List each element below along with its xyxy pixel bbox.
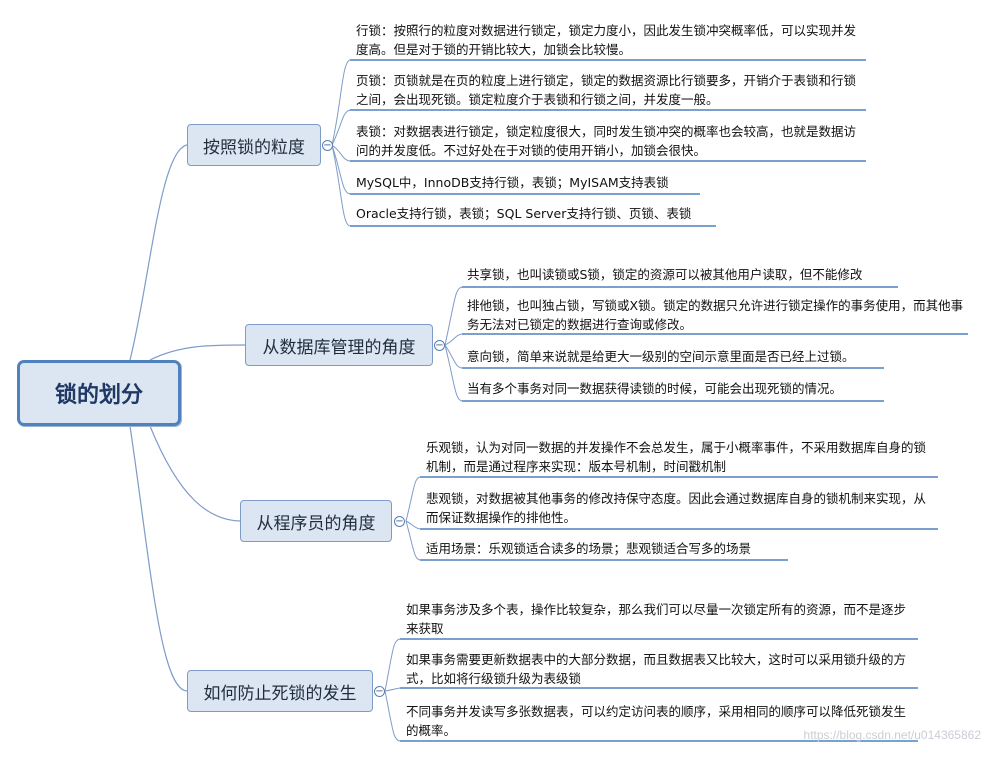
leaf-lock-all-resources: 如果事务涉及多个表，操作比较复杂，那么我们可以尽量一次锁定所有的资源，而不是逐步… bbox=[406, 602, 907, 636]
root-label: 锁的划分 bbox=[54, 383, 143, 408]
collapse-toggle-icon[interactable]: − bbox=[374, 685, 385, 697]
collapse-toggle-icon[interactable]: − bbox=[394, 515, 405, 527]
leaf-pessimistic-lock: 悲观锁，对数据被其他事务的修改持保守态度。因此会通过数据库自身的锁机制来实现，从… bbox=[426, 491, 927, 525]
leaf-mysql-support: MySQL中，InnoDB支持行锁，表锁；MyISAM支持表锁 bbox=[356, 175, 669, 190]
leaf-shared-lock: 共享锁，也叫读锁或S锁，锁定的资源可以被其他用户读取，但不能修改 bbox=[467, 267, 863, 282]
leaf-usage-scenario: 适用场景：乐观锁适合读多的场景；悲观锁适合写多的场景 bbox=[426, 541, 752, 556]
branch-node-db-management[interactable]: 从数据库管理的角度 bbox=[245, 324, 433, 366]
branch-label: 如何防止死锁的发生 bbox=[203, 683, 357, 704]
branch-node-programmer[interactable]: 从程序员的角度 bbox=[240, 500, 392, 542]
branch-node-granularity[interactable]: 按照锁的粒度 bbox=[187, 124, 321, 166]
branch-label: 从程序员的角度 bbox=[256, 513, 376, 534]
leaf-optimistic-lock: 乐观锁，认为对同一数据的并发操作不会总发生，属于小概率事件，不采用数据库自身的锁… bbox=[426, 440, 927, 474]
branch-label: 按照锁的粒度 bbox=[203, 137, 305, 158]
leaf-row-lock: 行锁：按照行的粒度对数据进行锁定，锁定力度小，因此发生锁冲突概率低，可以实现并发… bbox=[356, 23, 857, 57]
leaf-oracle-support: Oracle支持行锁，表锁；SQL Server支持行锁、页锁、表锁 bbox=[356, 206, 692, 221]
root-node[interactable]: 锁的划分 bbox=[17, 360, 181, 426]
leaf-table-lock: 表锁：对数据表进行锁定，锁定粒度很大，同时发生锁冲突的概率也会较高，也就是数据访… bbox=[356, 124, 857, 158]
collapse-toggle-icon[interactable]: − bbox=[434, 339, 445, 351]
branch-node-deadlock-prevention[interactable]: 如何防止死锁的发生 bbox=[187, 670, 373, 712]
leaf-intention-lock: 意向锁，简单来说就是给更大一级别的空间示意里面是否已经上过锁。 bbox=[467, 349, 855, 364]
leaf-deadlock-note: 当有多个事务对同一数据获得读锁的时候，可能会出现死锁的情况。 bbox=[467, 381, 843, 396]
leaf-page-lock: 页锁：页锁就是在页的粒度上进行锁定，锁定的数据资源比行锁要多，开销介于表锁和行锁… bbox=[356, 73, 857, 107]
leaf-table-order: 不同事务并发读写多张数据表，可以约定访问表的顺序，采用相同的顺序可以降低死锁发生… bbox=[406, 704, 907, 738]
watermark-text: https://blog.csdn.net/u014365862 bbox=[803, 728, 981, 742]
leaf-exclusive-lock: 排他锁，也叫独占锁，写锁或X锁。锁定的数据只允许进行锁定操作的事务使用，而其他事… bbox=[467, 298, 964, 332]
collapse-toggle-icon[interactable]: − bbox=[322, 139, 333, 151]
branch-label: 从数据库管理的角度 bbox=[262, 337, 416, 358]
leaf-lock-escalation: 如果事务需要更新数据表中的大部分数据，而且数据表又比较大，这时可以采用锁升级的方… bbox=[406, 652, 907, 686]
